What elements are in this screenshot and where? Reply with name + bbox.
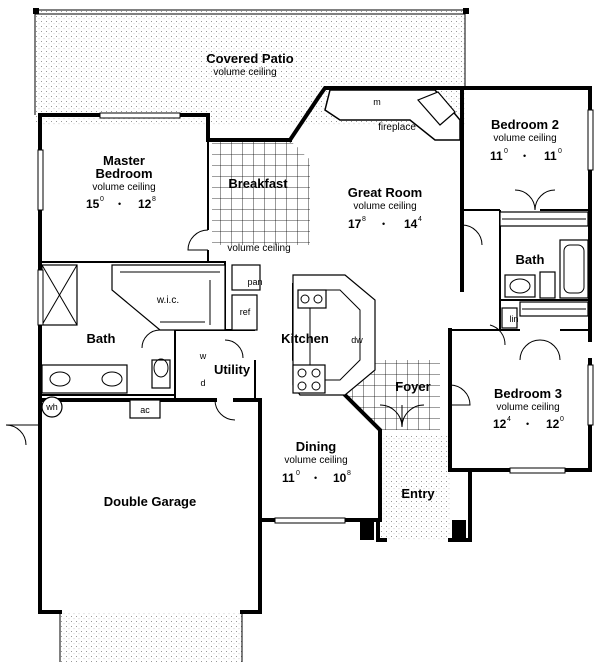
- master-bedroom-dot: •: [118, 199, 121, 209]
- bedroom2-width: 11: [490, 149, 503, 163]
- great-room-width-in: 8: [362, 216, 366, 223]
- label-dining: Dining volume ceiling 11 0 • 10 8: [282, 439, 351, 485]
- closets: [499, 211, 589, 317]
- bedroom2-depth-in: 0: [558, 148, 562, 155]
- dining-depth-in: 8: [347, 470, 351, 477]
- great-room-note: volume ceiling: [353, 201, 416, 212]
- bedroom3-depth-in: 0: [560, 416, 564, 423]
- great-room-depth: 14: [404, 217, 418, 231]
- bedroom2-width-in: 0: [504, 148, 508, 155]
- bath2-fixtures: [501, 239, 589, 329]
- refrigerator-label: ref: [240, 307, 251, 317]
- bedroom3-name: Bedroom 3: [494, 386, 562, 401]
- label-breakfast: Breakfast: [228, 176, 288, 191]
- master-bath-name: Bath: [87, 331, 116, 346]
- fireplace-label: fireplace: [378, 122, 416, 133]
- entry-name: Entry: [401, 486, 435, 501]
- master-bedroom-name-2: Bedroom: [95, 166, 152, 181]
- bath2-name: Bath: [516, 252, 545, 267]
- fireplace: [324, 89, 461, 141]
- tile-floor: [212, 140, 440, 430]
- covered-patio-note: volume ceiling: [213, 67, 276, 78]
- linen-label: lin: [509, 314, 518, 324]
- windows: [37, 109, 594, 524]
- water-heater-label: wh: [45, 402, 58, 412]
- interior-walls: [38, 86, 590, 522]
- bedroom3-note: volume ceiling: [496, 402, 559, 413]
- bedroom2-depth: 11: [544, 149, 557, 163]
- dining-name: Dining: [296, 439, 336, 454]
- bedroom2-note: volume ceiling: [493, 133, 556, 144]
- door-swings: [5, 189, 561, 446]
- ac-label: ac: [140, 405, 150, 415]
- master-bedroom-note: volume ceiling: [92, 182, 155, 193]
- entry-paving: [380, 435, 450, 540]
- bedroom3-dot: •: [526, 419, 529, 429]
- dining-width-in: 0: [296, 470, 300, 477]
- bedroom2-name: Bedroom 2: [491, 117, 559, 132]
- walk-in-closet: [111, 264, 226, 331]
- master-bedroom-width-in: 0: [100, 196, 104, 203]
- garage-apron: [59, 612, 243, 662]
- dining-width: 11: [282, 471, 295, 485]
- bedroom3-width: 12: [493, 417, 507, 431]
- kitchen-name: Kitchen: [281, 331, 329, 346]
- column-left: [360, 520, 374, 540]
- great-room-dot: •: [382, 219, 385, 229]
- column-right: [452, 520, 466, 540]
- great-room-name: Great Room: [348, 185, 422, 200]
- master-bedroom-width: 15: [86, 197, 100, 211]
- wic-name: w.i.c.: [156, 295, 179, 306]
- master-bedroom-depth: 12: [138, 197, 152, 211]
- dishwasher-label: dw: [351, 335, 363, 345]
- great-room-depth-in: 4: [418, 216, 422, 223]
- label-bedroom3: Bedroom 3 volume ceiling 12 4 • 12 0: [493, 386, 564, 431]
- label-covered-patio: Covered Patio volume ceiling: [206, 51, 293, 78]
- label-master-bedroom: Master Bedroom volume ceiling 15 0 • 12 …: [86, 153, 156, 211]
- covered-patio-name: Covered Patio: [206, 51, 293, 66]
- bedroom3-width-in: 4: [507, 416, 511, 423]
- garage-name: Double Garage: [104, 494, 196, 509]
- great-room-width: 17: [348, 217, 362, 231]
- master-bedroom-name-1: Master: [103, 153, 145, 168]
- utility-name: Utility: [214, 362, 251, 377]
- dining-depth: 10: [333, 471, 347, 485]
- dryer-label: d: [200, 378, 205, 388]
- dining-dot: •: [314, 473, 317, 483]
- dining-note: volume ceiling: [284, 455, 347, 466]
- foyer-name: Foyer: [395, 379, 430, 394]
- bedroom2-dot: •: [523, 151, 526, 161]
- breakfast-volume-ceiling: volume ceiling: [227, 243, 290, 254]
- label-bedroom2: Bedroom 2 volume ceiling 11 0 • 11 0: [490, 117, 562, 163]
- breakfast-name: Breakfast: [228, 176, 288, 191]
- label-great-room: Great Room volume ceiling 17 8 • 14 4: [348, 185, 422, 231]
- mantel-label: m: [373, 97, 381, 107]
- covered-patio-area: [33, 8, 469, 125]
- pantry-label: pan: [247, 277, 262, 287]
- kitchen-counters: [231, 264, 376, 396]
- bedroom3-depth: 12: [546, 417, 560, 431]
- master-bath-fixtures: [41, 264, 171, 394]
- washer-label: w: [199, 351, 207, 361]
- master-bedroom-depth-in: 8: [152, 196, 156, 203]
- mechanical: [41, 396, 161, 419]
